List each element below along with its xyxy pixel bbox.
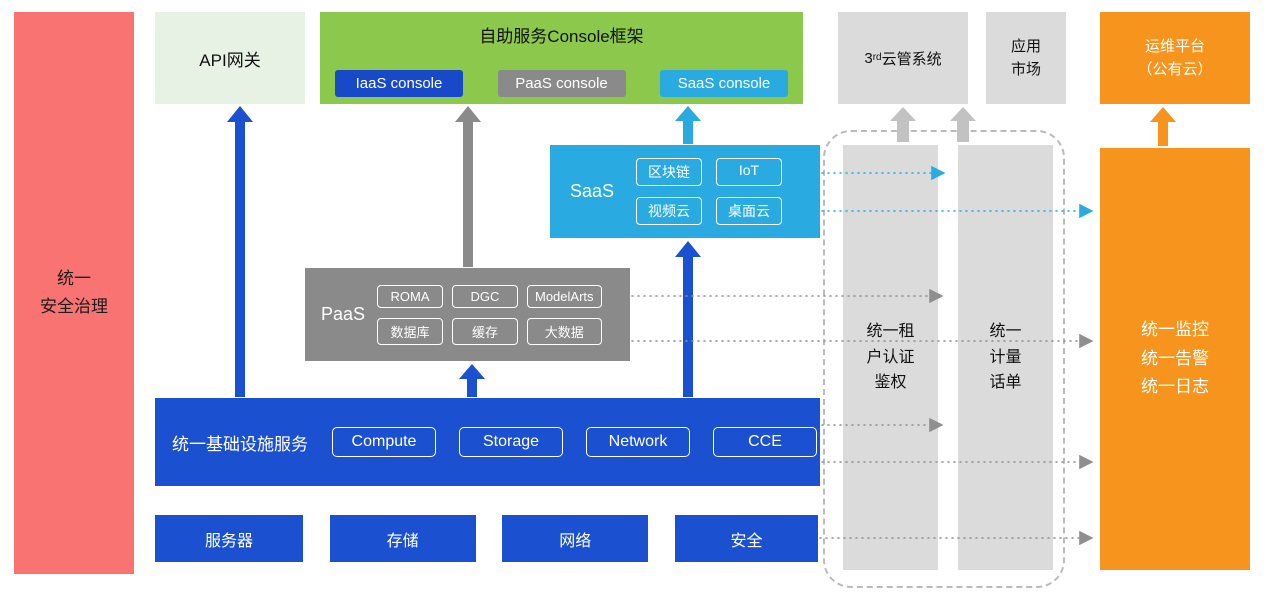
arrow-iaas-to-api-gateway-icon [227,106,253,397]
storage-chip: Storage [459,427,563,457]
third-party-sup: rd [872,51,882,63]
iaas-chip-row: Compute Storage Network CCE [332,427,817,457]
metering-column: 统一 计量 话单 [958,145,1053,570]
third-party-rest: 云管系统 [881,50,942,68]
third-party-num: 3 [864,49,873,67]
blockchain-chip: 区块链 [636,158,702,186]
desktop-cloud-chip: 桌面云 [716,197,782,225]
arrow-iaas-to-paas-icon [459,364,485,397]
security-box: 安全 [674,515,818,562]
video-cloud-chip: 视频云 [636,197,702,225]
api-gateway-box: API网关 [155,12,305,104]
bigdata-chip: 大数据 [527,317,602,345]
iot-chip: IoT [716,158,782,186]
network-box: 网络 [502,515,649,562]
console-framework-title: 自助服务Console框架 [479,27,644,46]
paas-console-chip: PaaS console [497,70,626,97]
saas-label: SaaS [570,181,615,201]
paas-chip-grid: ROMA DGC ModelArts 数据库 缓存 大数据 [377,284,602,345]
arrow-paas-to-console-icon [455,106,481,267]
saas-box: SaaS 区块链 IoT 视频云 桌面云 [550,145,820,238]
app-market-box: 应用 市场 [986,12,1066,104]
om-platform-box: 运维平台 （公有云） [1100,12,1250,104]
iaas-console-chip: IaaS console [335,70,463,97]
paas-box: PaaS ROMA DGC ModelArts 数据库 缓存 大数据 [305,268,630,361]
iaas-box: 统一基础设施服务 Compute Storage Network CCE [155,398,820,486]
server-box: 服务器 [155,515,303,562]
security-governance-bar: 统一 安全治理 [14,12,134,574]
dgc-chip: DGC [452,284,518,308]
hardware-row: 服务器 存储 网络 安全 [155,515,818,562]
roma-chip: ROMA [377,284,443,308]
arrow-saas-to-console-icon [675,106,701,144]
arrow-monitoring-to-om-platform-icon [1150,107,1176,146]
arrow-iaas-to-saas-icon [675,241,701,397]
governance-dashed-border [823,130,1065,588]
saas-chip-grid: 区块链 IoT 视频云 桌面云 [636,158,782,225]
compute-chip: Compute [332,427,436,457]
paas-label: PaaS [321,304,366,324]
cce-chip: CCE [713,427,817,457]
network-chip: Network [586,427,690,457]
auth-column: 统一租 户认证 鉴权 [843,145,938,570]
database-chip: 数据库 [377,317,443,345]
storage-box: 存储 [329,515,476,562]
cache-chip: 缓存 [452,317,518,345]
iaas-label: 统一基础设施服务 [172,434,308,454]
console-framework-box: 自助服务Console框架 IaaS console PaaS console … [320,12,803,104]
console-chip-row: IaaS console PaaS console SaaS console [335,70,788,97]
saas-console-chip: SaaS console [660,70,788,97]
monitoring-column: 统一监控 统一告警 统一日志 [1100,148,1250,570]
modelarts-chip: ModelArts [527,284,602,308]
